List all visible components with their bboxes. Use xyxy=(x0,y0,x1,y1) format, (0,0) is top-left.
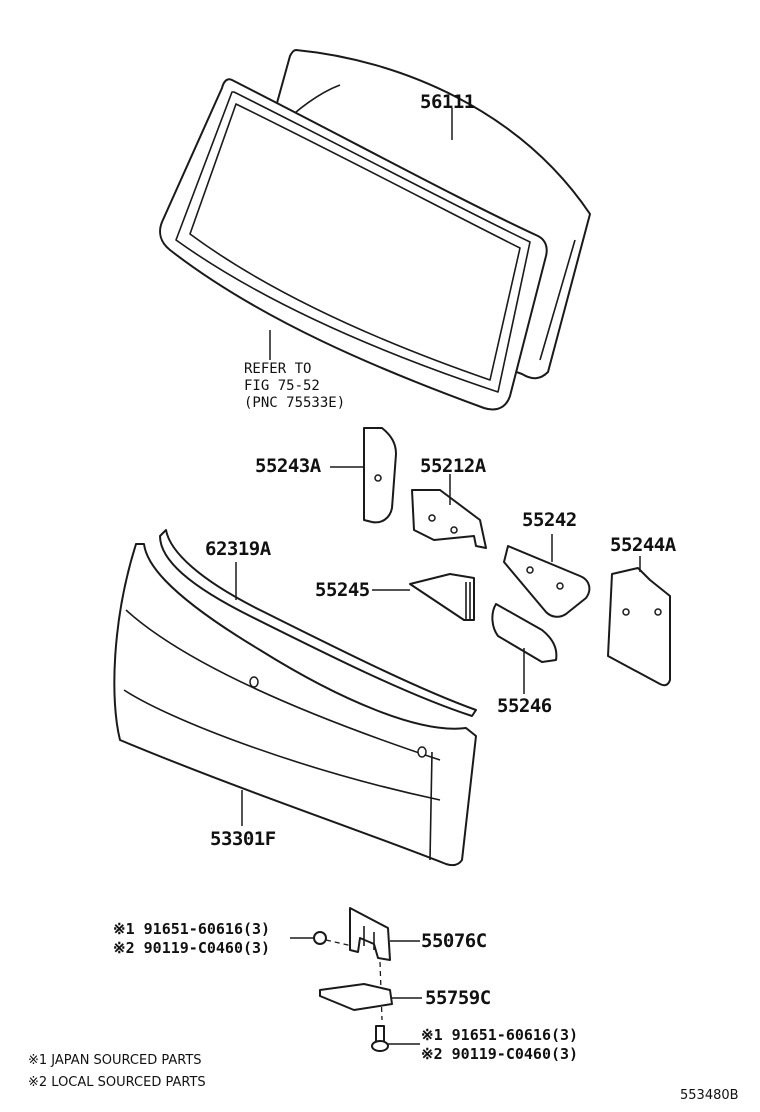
callout-53301f: 53301F xyxy=(210,828,276,850)
refer-line-3: (PNC 75533E) xyxy=(244,395,346,411)
bracket-55759c xyxy=(319,983,422,1011)
footnote-local: ※2 LOCAL SOURCED PARTS xyxy=(28,1075,206,1090)
bracket-55212a xyxy=(411,474,487,549)
pad-55243a xyxy=(330,427,397,524)
weatherstrip-62319a xyxy=(159,529,477,717)
panel-55244a xyxy=(607,556,671,687)
bolt-lower xyxy=(371,1025,420,1052)
callout-55759c: 55759C xyxy=(425,987,491,1009)
refer-line-2: FIG 75-52 xyxy=(244,378,320,394)
footnote-japan: ※1 JAPAN SOURCED PARTS xyxy=(28,1053,202,1068)
fastener-lower: ※1 91651-60616(3) ※2 90119-C0460(3) xyxy=(421,1026,578,1064)
pad-55246 xyxy=(491,603,558,694)
pad-55245 xyxy=(372,573,475,621)
bolt-upper xyxy=(290,931,353,947)
panel-53301f xyxy=(113,543,477,867)
diagram-code: 553480B xyxy=(680,1088,739,1103)
callout-56111: 56111 xyxy=(420,91,475,113)
callout-55243a: 55243A xyxy=(255,455,321,477)
fastener-upper: ※1 91651-60616(3) ※2 90119-C0460(3) xyxy=(113,920,270,958)
callout-55245: 55245 xyxy=(315,579,370,601)
refer-note: REFER TO FIG 75-52 (PNC 75533E) xyxy=(244,361,345,412)
callout-55246: 55246 xyxy=(497,695,552,717)
callout-55242: 55242 xyxy=(522,509,577,531)
fastener-upper-line-1: ※1 91651-60616(3) xyxy=(113,920,271,938)
fastener-lower-line-2: ※2 90119-C0460(3) xyxy=(421,1045,579,1063)
callout-55244a: 55244A xyxy=(610,534,676,556)
fastener-upper-line-2: ※2 90119-C0460(3) xyxy=(113,939,271,957)
bracket-55076c xyxy=(349,907,420,961)
fastener-lower-line-1: ※1 91651-60616(3) xyxy=(421,1026,579,1044)
callout-62319a: 62319A xyxy=(205,538,271,560)
callout-55076c: 55076C xyxy=(421,930,487,952)
refer-line-1: REFER TO xyxy=(244,361,312,377)
windshield-molding xyxy=(159,78,548,411)
pad-55242 xyxy=(503,534,591,618)
callout-55212a: 55212A xyxy=(420,455,486,477)
